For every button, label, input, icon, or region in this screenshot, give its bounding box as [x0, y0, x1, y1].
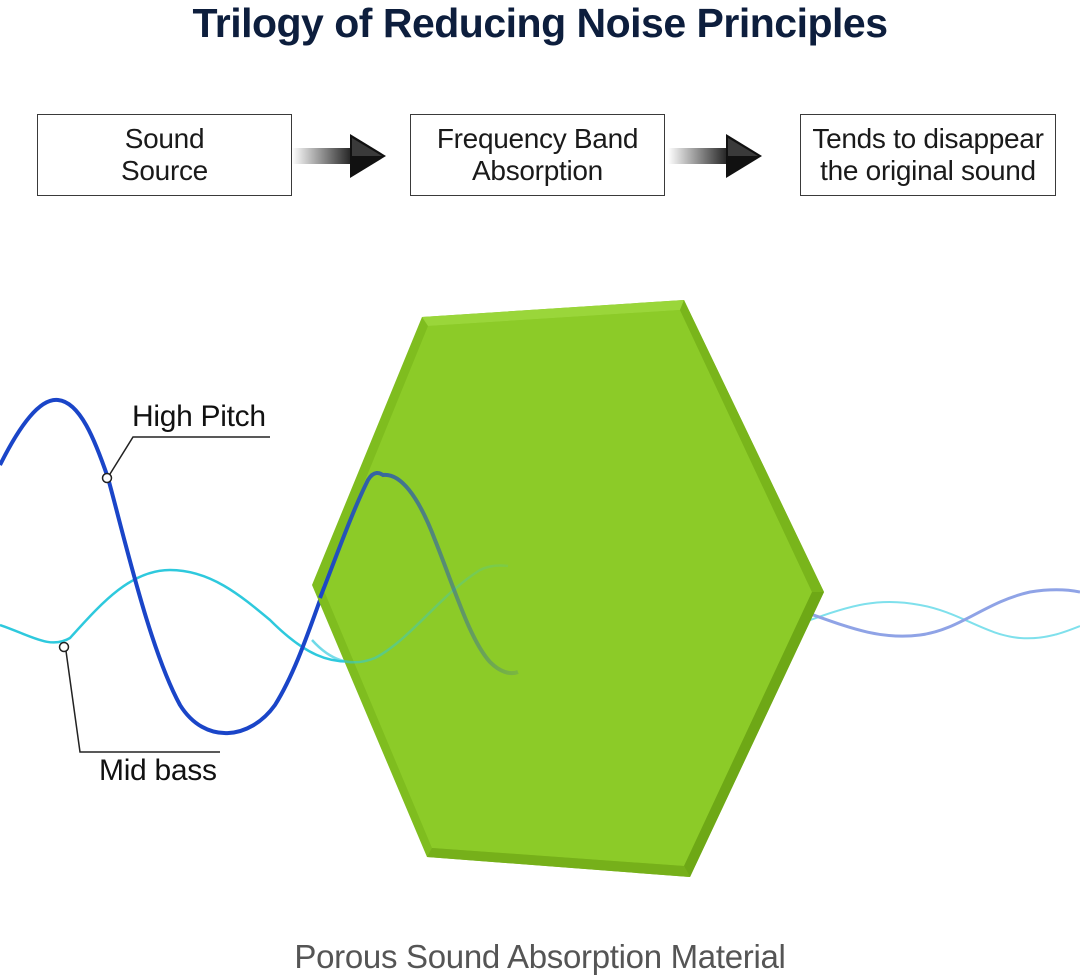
mid-bass-wave-inside: [311, 564, 509, 664]
high-pitch-label: High Pitch: [132, 400, 266, 433]
high-pitch-wave-residual: [804, 588, 1080, 638]
step-label: Sound Source: [121, 123, 208, 186]
mid-bass-leader: [58, 641, 220, 753]
mid-bass-wave-residual: [804, 600, 1080, 640]
step-box-disappear: Tends to disappear the original sound: [800, 114, 1056, 196]
right-arrow-icon: [292, 134, 386, 178]
high-pitch-wave-inside: [318, 471, 519, 676]
mid-bass-label: Mid bass: [99, 754, 217, 787]
step-box-frequency-band: Frequency Band Absorption: [410, 114, 665, 196]
material-caption: Porous Sound Absorption Material: [294, 938, 786, 975]
step-label: Tends to disappear the original sound: [812, 123, 1044, 186]
high-pitch-leader: [101, 436, 270, 484]
step-box-sound-source: Sound Source: [37, 114, 292, 196]
page-title: Trilogy of Reducing Noise Principles: [192, 0, 888, 46]
step-label: Frequency Band Absorption: [436, 123, 639, 186]
hexagon-absorption-panel: [312, 300, 824, 877]
right-arrow-icon: [668, 134, 762, 178]
